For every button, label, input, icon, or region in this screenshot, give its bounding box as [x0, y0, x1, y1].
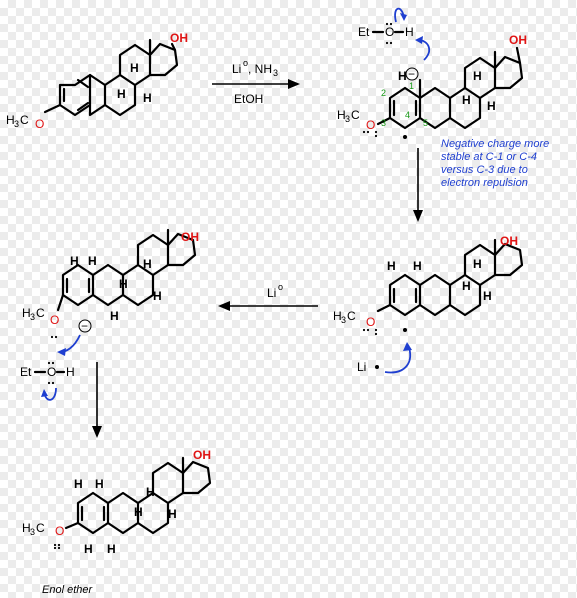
methyl-h-5: H — [22, 521, 31, 535]
methyl-h-2: H — [337, 108, 346, 122]
oxygen-label-2: O — [366, 118, 375, 132]
h-label-c1: H — [398, 69, 407, 83]
negative-charge-circle — [405, 67, 419, 81]
methyl-label-h: H — [6, 113, 15, 127]
carbon-number-4: 4 — [405, 110, 410, 120]
h-label-9-3: H — [462, 279, 471, 293]
h-label-14-3: H — [483, 289, 492, 303]
h-label-c4b-5: H — [107, 542, 116, 556]
hydroxyl-label: OH — [170, 31, 188, 45]
h-label-c9: H — [117, 87, 126, 101]
note-line-2: stable at C-1 or C-4 — [441, 151, 537, 163]
etoh2-o: O — [47, 365, 56, 379]
methyl-c-4: C — [36, 306, 45, 320]
h-label-8-2: H — [473, 69, 482, 83]
h-label-9-5: H — [134, 505, 143, 519]
carbon-number-3: 3 — [381, 118, 386, 128]
radical-dot — [403, 135, 407, 139]
reagent-nh: , NH — [248, 62, 272, 76]
carbon-number-5: 5 — [423, 118, 428, 128]
hydroxyl-label-4: OH — [181, 230, 199, 244]
h-label-c4-4: H — [110, 309, 119, 323]
carbon-number-1: 1 — [409, 81, 414, 91]
h-label-9-4: H — [119, 277, 128, 291]
reaction-arrow-step1: Li o , NH 3 EtOH — [212, 58, 300, 106]
etoh-et: Et — [358, 25, 370, 39]
ethanol-proton-source-2: Et O H — [20, 361, 75, 401]
reagent-li-sup-3: o — [278, 282, 283, 292]
carbon-number-2: 2 — [381, 88, 386, 98]
reagent-li-sup: o — [243, 58, 248, 68]
h-label-c1-4: H — [70, 254, 79, 268]
reagent-li: Li — [232, 62, 241, 76]
oxygen-label: O — [35, 117, 44, 131]
methyl-label-c: C — [20, 113, 29, 127]
reaction-arrow-step4 — [92, 362, 102, 438]
h-label-c10-4: H — [88, 254, 97, 268]
etoh2-h: H — [66, 365, 75, 379]
structure-carbanion: OH O H 3 C H H H H H H − — [22, 228, 199, 356]
curly-arrow-attack-1 — [417, 39, 431, 61]
radical-dot-3 — [403, 328, 407, 332]
oxygen-label-5: O — [55, 524, 64, 538]
structure-enol-ether: OH O H 3 C H H H H H H H — [22, 448, 212, 556]
h-label-c1b-5: H — [95, 477, 104, 491]
hydroxyl-label-5: OH — [193, 448, 211, 462]
methyl-h-3: H — [333, 309, 342, 323]
methyl-c-3: C — [347, 309, 356, 323]
methyl-sub-4: 3 — [30, 312, 35, 322]
h-label-8-4: H — [143, 257, 152, 271]
h-label-14-2: H — [487, 99, 496, 113]
methyl-sub: 3 — [14, 119, 19, 129]
h-label-14-5: H — [168, 507, 177, 521]
note-line-3: versus C-3 due to — [441, 164, 528, 176]
structure-estradiol-methyl-ether: O H 3 C OH H H H — [6, 31, 188, 131]
li-radical-label: Li — [357, 360, 366, 374]
ethanol-proton-source-1: Et O H — [358, 7, 431, 61]
h-label-c14: H — [143, 91, 152, 105]
structure-lithium-addition: OH O H 3 C H H H H H Li — [333, 234, 524, 374]
methyl-sub-2: 3 — [345, 114, 350, 124]
reagent-etoh: EtOH — [234, 92, 263, 106]
charge-stability-note: Negative charge more stable at C-1 or C-… — [441, 138, 549, 189]
oxygen-label-4: O — [50, 313, 59, 327]
h-label-c1-3: H — [387, 259, 396, 273]
note-line-4: electron repulsion — [441, 177, 528, 189]
methyl-c-2: C — [351, 108, 360, 122]
etoh-o: O — [385, 25, 394, 39]
methyl-h-4: H — [22, 306, 31, 320]
hydroxyl-label-2: OH — [509, 33, 527, 47]
reagent-li-3: Li — [267, 286, 276, 300]
etoh-h: H — [405, 25, 414, 39]
h-label-c8: H — [130, 61, 139, 75]
negative-charge-sign: − — [408, 67, 415, 81]
h-label-c10-3: H — [413, 259, 422, 273]
oxygen-label-3: O — [366, 315, 375, 329]
methyl-sub-5: 3 — [30, 527, 35, 537]
h-label-8-5: H — [146, 485, 155, 499]
methyl-sub-3: 3 — [341, 315, 346, 325]
reaction-arrow-step3: Li o — [218, 282, 318, 311]
hydroxyl-label-3: OH — [500, 234, 518, 248]
methyl-c-5: C — [36, 521, 45, 535]
note-line-1: Negative charge more — [441, 138, 549, 150]
structure-radical-anion: OH O H 3 C H H H H − 1 2 3 4 5 — [337, 33, 527, 139]
negative-charge-circle-4 — [78, 319, 92, 333]
h-label-c4a-5: H — [84, 542, 93, 556]
h-label-9-2: H — [462, 93, 471, 107]
h-label-14-4: H — [153, 289, 162, 303]
reagent-nh-sub: 3 — [273, 68, 278, 78]
h-label-c1a-5: H — [74, 477, 83, 491]
reaction-arrow-step2 — [413, 148, 423, 222]
negative-charge-sign-4: − — [81, 319, 88, 333]
etoh2-et: Et — [20, 365, 32, 379]
h-label-8-3: H — [473, 257, 482, 271]
product-caption: Enol ether — [42, 584, 93, 596]
